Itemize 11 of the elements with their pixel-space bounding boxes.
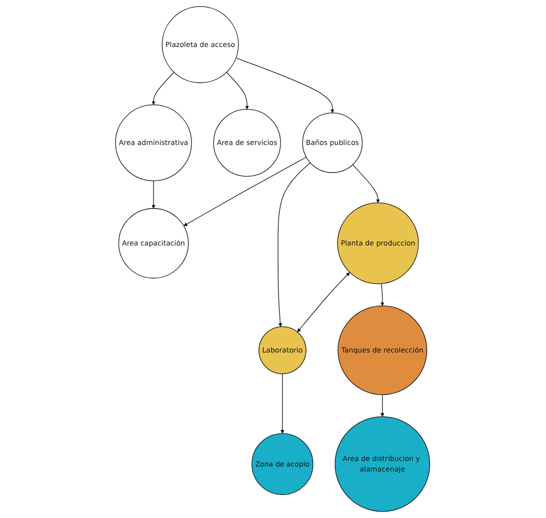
- arrow: [352, 164, 380, 203]
- arrow: [380, 283, 385, 306]
- arrow: [226, 72, 250, 110]
- arrow: [236, 58, 335, 114]
- arrow: [278, 162, 311, 327]
- arrow: [280, 373, 285, 434]
- arrow: [298, 272, 350, 332]
- arrow: [152, 180, 156, 209]
- arrow: [184, 156, 307, 226]
- arrow: [380, 394, 385, 417]
- arrow: [152, 72, 175, 105]
